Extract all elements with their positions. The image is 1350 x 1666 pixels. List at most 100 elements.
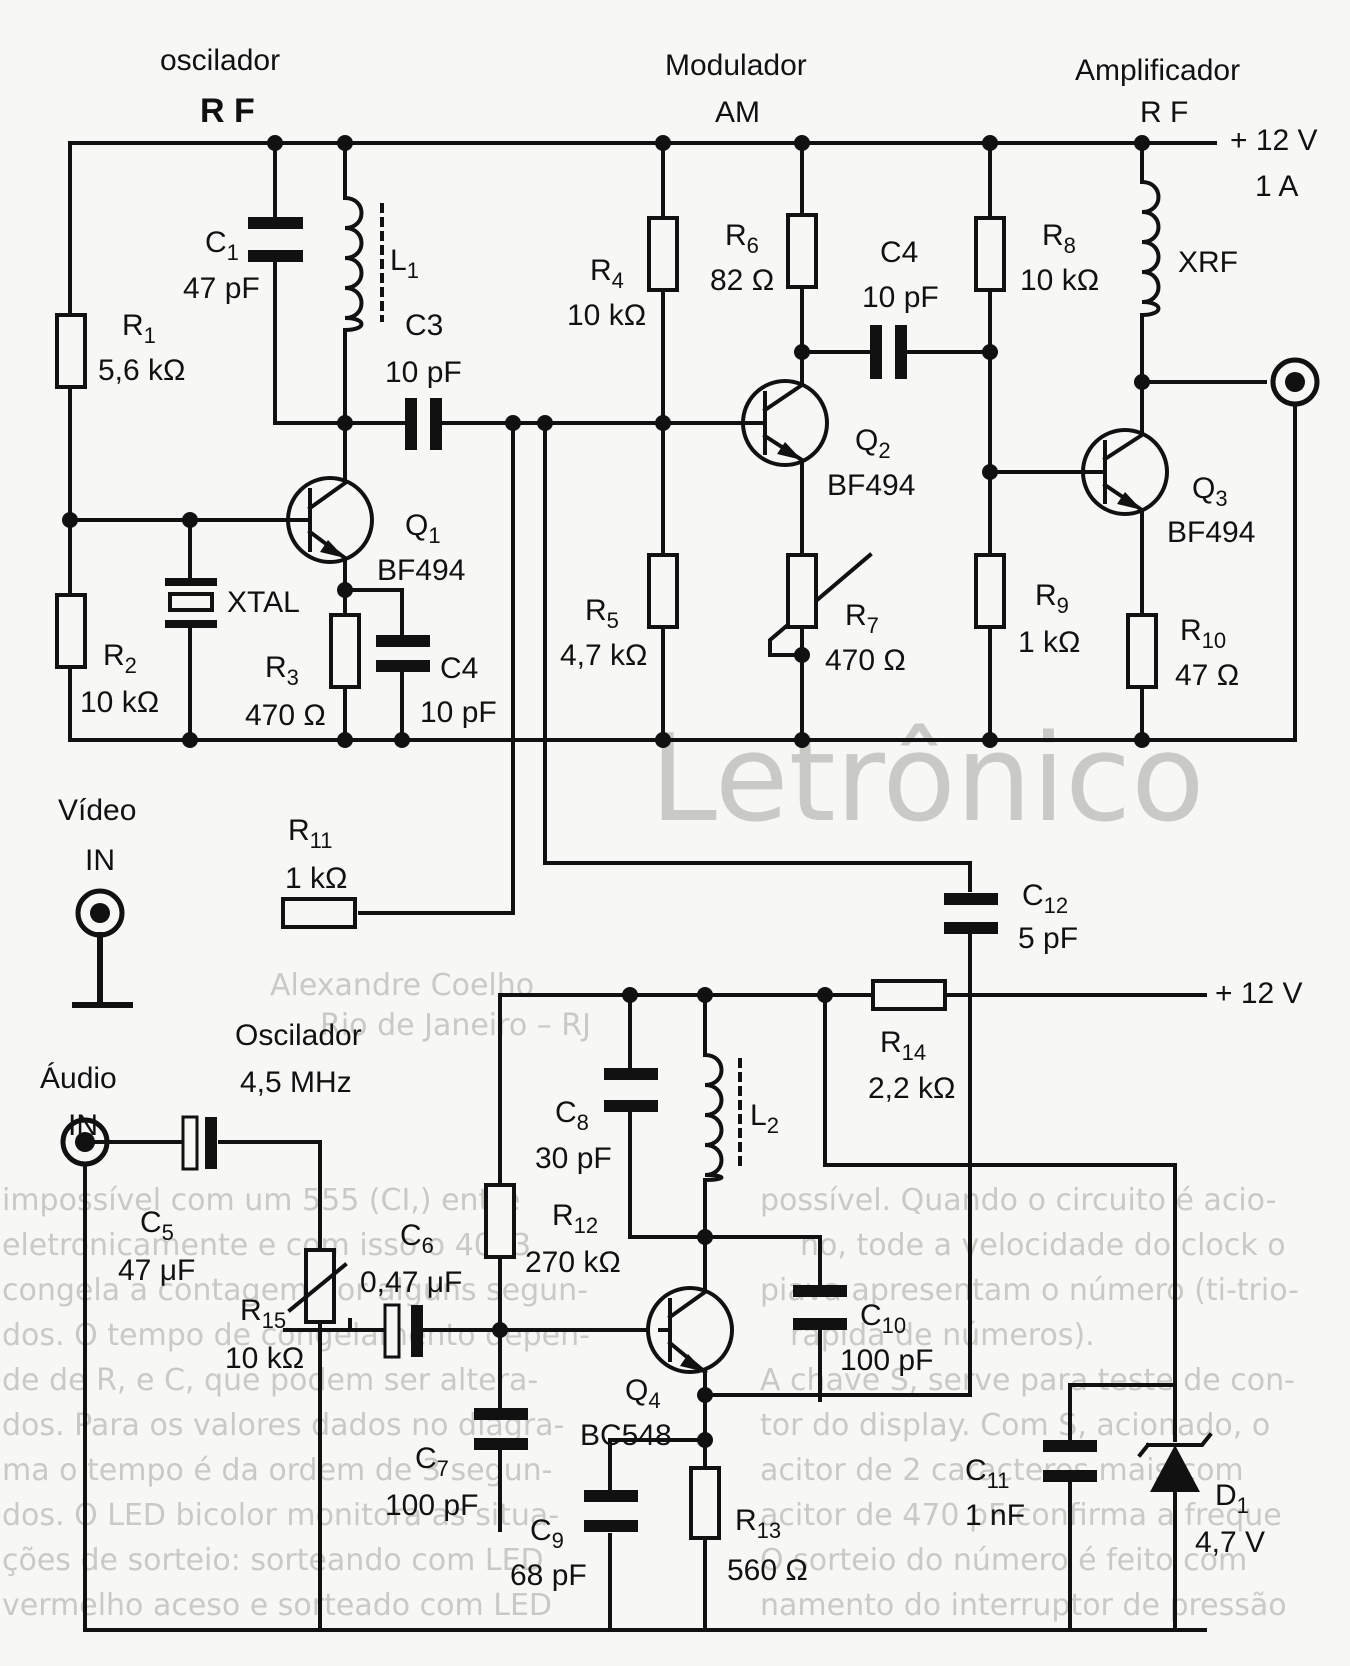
rca-video-in-connector[interactable] [72, 888, 133, 1008]
ghost-line: vermelho aceso e sorteado com LED [2, 1588, 552, 1623]
svg-text:R11: R11 [288, 814, 333, 853]
ghost-brand: Letrônico [650, 710, 1205, 849]
svg-text:Q4: Q4 [625, 1374, 661, 1413]
value-c3: 10 pF [385, 356, 462, 389]
capacitor-c1 [248, 217, 303, 262]
junction-dot [505, 415, 521, 431]
value-d1: 4,7 V [1195, 1526, 1265, 1559]
modulator-subtitle: AM [715, 96, 760, 129]
label-l2: L2 [750, 1099, 779, 1138]
svg-text:R5: R5 [585, 594, 619, 633]
svg-text:R1: R1 [122, 309, 156, 348]
svg-text:L2: L2 [750, 1099, 779, 1138]
top-wires [68, 141, 1297, 915]
ghost-line: de de R, e C, que podem ser altera- [2, 1363, 538, 1398]
rca-audio-in-connector[interactable] [60, 1117, 110, 1167]
svg-text:R6: R6 [725, 219, 759, 258]
junction-dot [655, 415, 671, 431]
junction-dot [182, 512, 198, 528]
junction-dot [794, 732, 810, 748]
ghost-line: dos. O LED bicolor monitora as situa- [2, 1498, 559, 1533]
resistor-r3 [329, 613, 361, 689]
resistor-r8 [974, 216, 1006, 292]
resistor-r4 [647, 216, 679, 292]
junction-dot [982, 135, 998, 151]
ghost-line: ções de sorteio: sorteando com LED [2, 1543, 544, 1578]
audio-osc-title: Oscilador [235, 1019, 362, 1052]
rf-osc-subtitle: R F [200, 92, 255, 130]
junction-dot [1134, 732, 1150, 748]
ghost-city: Rio de Janeiro – RJ [320, 1008, 591, 1043]
svg-text:R10: R10 [1180, 614, 1226, 653]
bottom-wires [83, 933, 1207, 1632]
svg-text:C10: C10 [860, 1299, 906, 1338]
crystal-xtal [165, 578, 217, 628]
ghost-line: impossível com um 555 (CI,) entre [2, 1183, 520, 1218]
inductor-l2 [702, 1052, 724, 1183]
value-r7: 470 Ω [825, 644, 906, 677]
svg-text:C4: C4 [880, 236, 918, 269]
junction-dot [337, 135, 353, 151]
resistor-r2 [55, 593, 87, 669]
svg-text:C6: C6 [400, 1219, 434, 1258]
zener-d1 [1137, 1432, 1213, 1492]
svg-text:C3: C3 [405, 309, 443, 342]
svg-text:R2: R2 [103, 639, 137, 678]
ghost-author: Alexandre Coelho [270, 968, 534, 1003]
label-c6: C60,47 μF [360, 1219, 462, 1299]
capacitor-c12 [944, 893, 998, 934]
capacitor-c5 [181, 1115, 217, 1171]
svg-text:C1: C1 [205, 226, 239, 265]
junction-dot [794, 344, 810, 360]
capacitor-c4-q1 [376, 635, 430, 672]
junction-dot [697, 987, 713, 1003]
label-r2: R2 10 kΩ [80, 639, 159, 719]
ghost-line: O sorteio do número é feito com [760, 1543, 1247, 1578]
value-r2: 10 kΩ [80, 686, 159, 719]
junction-dot [697, 1229, 713, 1245]
value-r5: 4,7 kΩ [560, 639, 647, 672]
transistor-q2 [741, 379, 829, 467]
junction-dot [794, 135, 810, 151]
svg-text:C4: C4 [440, 652, 478, 685]
label-r1: R15,6 kΩ [98, 309, 185, 387]
svg-text:C5: C5 [140, 1206, 174, 1245]
junction-dot [267, 135, 283, 151]
amplifier-subtitle: R F [1140, 96, 1188, 129]
value-c4-q2: 10 pF [862, 281, 939, 314]
resistor-r5 [647, 553, 679, 629]
value-r6: 82 Ω [710, 264, 774, 297]
junction-dot [1134, 135, 1150, 151]
ghost-line: congela a contagem por alguns segun- [2, 1273, 588, 1308]
value-c4-q1: 10 pF [420, 696, 497, 729]
amplifier-title: Amplificador [1075, 54, 1240, 87]
junction-dot [394, 732, 410, 748]
junction-dot [982, 344, 998, 360]
audio-in-label: Áudio [40, 1062, 117, 1095]
svg-text:D1: D1 [1215, 1479, 1249, 1518]
supply-top-current: 1 A [1255, 170, 1298, 203]
capacitor-c7 [474, 1408, 528, 1450]
pot-arrow-r15 [287, 1262, 348, 1313]
rca-output-connector[interactable] [1270, 357, 1320, 407]
junction-dot [62, 512, 78, 528]
ghost-line: ma o tempo é da ordem de 3 segun- [2, 1453, 552, 1488]
capacitor-c8 [604, 1068, 658, 1112]
capacitor-c4-q2 [870, 325, 907, 379]
label-c4-q1: C4 10 pF [420, 652, 497, 729]
svg-text:C9: C9 [530, 1514, 564, 1553]
transistor-q1 [286, 476, 374, 564]
capacitor-c6 [383, 1303, 423, 1359]
value-c9: 68 pF [510, 1559, 587, 1592]
capacitor-c9 [584, 1490, 638, 1532]
ghost-line: tor do display. Com S, acionado, o [760, 1408, 1270, 1443]
ghost-line: no, tode a velocidade do clock o [800, 1228, 1286, 1263]
